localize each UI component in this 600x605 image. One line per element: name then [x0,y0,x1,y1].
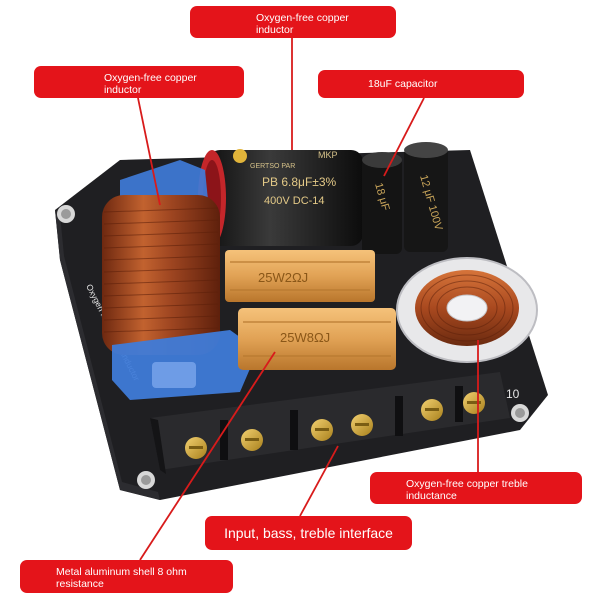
treble-inductor [396,257,538,363]
resistor-2-ohm: 25W2ΩJ [225,250,375,302]
big-cap-type: MKP [318,150,338,160]
callout-inductor-left: Oxygen-free copper inductor [34,66,244,98]
large-copper-inductor [102,160,258,400]
terminal-screws [185,392,485,459]
callout-treble-inductance: Oxygen-free copper treble inductance [370,472,582,504]
callout-capacitor: 18uF capacitor [318,70,524,98]
callout-interface: Input, bass, treble interface [205,516,412,550]
big-cap-value: PB 6.8μF±3% [262,175,337,189]
leader-lines [137,38,479,561]
callout-resistor: Metal aluminum shell 8 ohm resistance [20,560,233,593]
big-cap-voltage: 400V DC-14 [264,195,325,207]
resistor-top-label: 25W2ΩJ [258,270,308,285]
mkp-capacitor: GERTSO PAR MKP PB 6.8μF±3% 400V DC-14 [198,149,363,246]
callout-inductor-top: Oxygen-free copper inductor [190,6,396,38]
terminal-block [150,372,510,474]
resistor-bottom-label: 25W8ΩJ [280,330,330,345]
electrolytic-capacitors: 18 μF 12 μF 100V [362,142,448,254]
big-cap-brand: GERTSO PAR [250,163,295,170]
board-number: 10 [506,387,520,401]
resistor-8-ohm: 25W8ΩJ [238,308,396,370]
